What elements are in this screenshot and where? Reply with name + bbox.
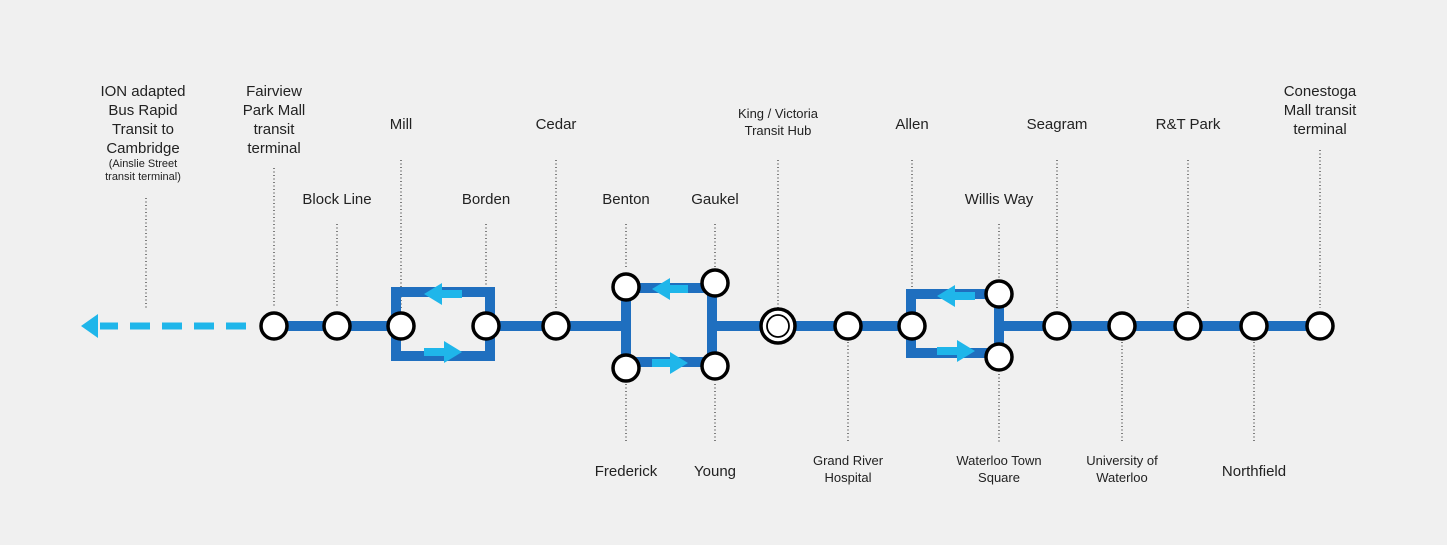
- station-fairview: [259, 311, 289, 341]
- label-line: Bus Rapid: [108, 102, 178, 119]
- label-line: Fairview: [246, 83, 302, 100]
- arrow-right-icon: [652, 352, 688, 374]
- label-cedar: Cedar: [535, 116, 577, 133]
- stations: [259, 268, 1335, 383]
- label-willis-way: Willis Way: [964, 191, 1034, 208]
- station-borden: [471, 311, 501, 341]
- label-line: Mall transit: [1283, 102, 1357, 119]
- station-block-line: [322, 311, 352, 341]
- label-frederick: Frederick: [594, 463, 658, 480]
- label-line: Hospital: [824, 470, 872, 485]
- label-mill: Mill: [389, 116, 413, 133]
- leader-lines: [145, 150, 1321, 442]
- label-line: University of: [1086, 453, 1158, 468]
- arrow-right-icon: [937, 340, 975, 362]
- label-line: Waterloo Town: [956, 453, 1042, 468]
- label-university: University of Waterloo: [1086, 452, 1158, 486]
- arrow-right-icon: [424, 341, 462, 363]
- station-seagram: [1042, 311, 1072, 341]
- station-rt-park: [1173, 311, 1203, 341]
- station-frederick: [611, 353, 641, 383]
- station-cedar: [541, 311, 571, 341]
- station-mill: [386, 311, 416, 341]
- bus-extension-line: [81, 314, 246, 338]
- label-line: terminal: [1293, 121, 1347, 138]
- arrow-left-icon: [937, 285, 975, 307]
- bus-extension-label: ION adapted Bus Rapid Transit to Cambrid…: [100, 82, 185, 184]
- label-line: Waterloo: [1096, 470, 1148, 485]
- direction-arrows: [424, 278, 975, 374]
- label-gaukel: Gaukel: [691, 191, 739, 208]
- station-grand-river: [833, 311, 863, 341]
- arrow-left-icon: [424, 283, 462, 305]
- station-king-victoria-hub: [759, 307, 797, 345]
- station-northfield: [1239, 311, 1269, 341]
- label-conestoga: Conestoga Mall transit terminal: [1284, 82, 1357, 139]
- label-allen: Allen: [895, 116, 929, 133]
- label-waterloo-town-square: Waterloo Town Square: [956, 452, 1041, 486]
- label-king-victoria: King / Victoria Transit Hub: [738, 105, 818, 139]
- label-line: Park Mall: [242, 102, 306, 119]
- label-line: Square: [978, 470, 1020, 485]
- label-line: ION adapted: [100, 83, 186, 100]
- arrow-left-icon: [652, 278, 688, 300]
- label-line: Cambridge: [106, 140, 180, 157]
- label-benton: Benton: [602, 191, 650, 208]
- station-young: [700, 351, 730, 381]
- bus-extension-arrow-icon: [81, 314, 98, 338]
- label-line: Transit Hub: [744, 123, 812, 138]
- station-allen: [897, 311, 927, 341]
- label-line: Transit to: [112, 121, 174, 138]
- label-subline: transit terminal): [105, 171, 181, 183]
- label-young: Young: [694, 463, 736, 480]
- station-willis-way: [984, 279, 1014, 309]
- station-benton: [611, 272, 641, 302]
- label-subline: (Ainslie Street: [108, 158, 178, 170]
- station-university: [1107, 311, 1137, 341]
- label-line: Grand River: [812, 453, 884, 468]
- label-fairview: Fairview Park Mall transit terminal: [243, 82, 306, 158]
- station-waterloo-town-square: [984, 342, 1014, 372]
- label-line: transit: [253, 121, 295, 138]
- station-gaukel: [700, 268, 730, 298]
- label-northfield: Northfield: [1221, 463, 1287, 480]
- label-grand-river: Grand River Hospital: [813, 452, 883, 486]
- label-rt-park: R&T Park: [1155, 116, 1221, 133]
- label-line: King / Victoria: [738, 106, 818, 121]
- label-borden: Borden: [461, 191, 511, 208]
- label-block-line: Block Line: [302, 191, 372, 208]
- station-conestoga: [1305, 311, 1335, 341]
- label-seagram: Seagram: [1026, 116, 1088, 133]
- label-line: Conestoga: [1283, 83, 1357, 100]
- label-line: terminal: [247, 140, 301, 157]
